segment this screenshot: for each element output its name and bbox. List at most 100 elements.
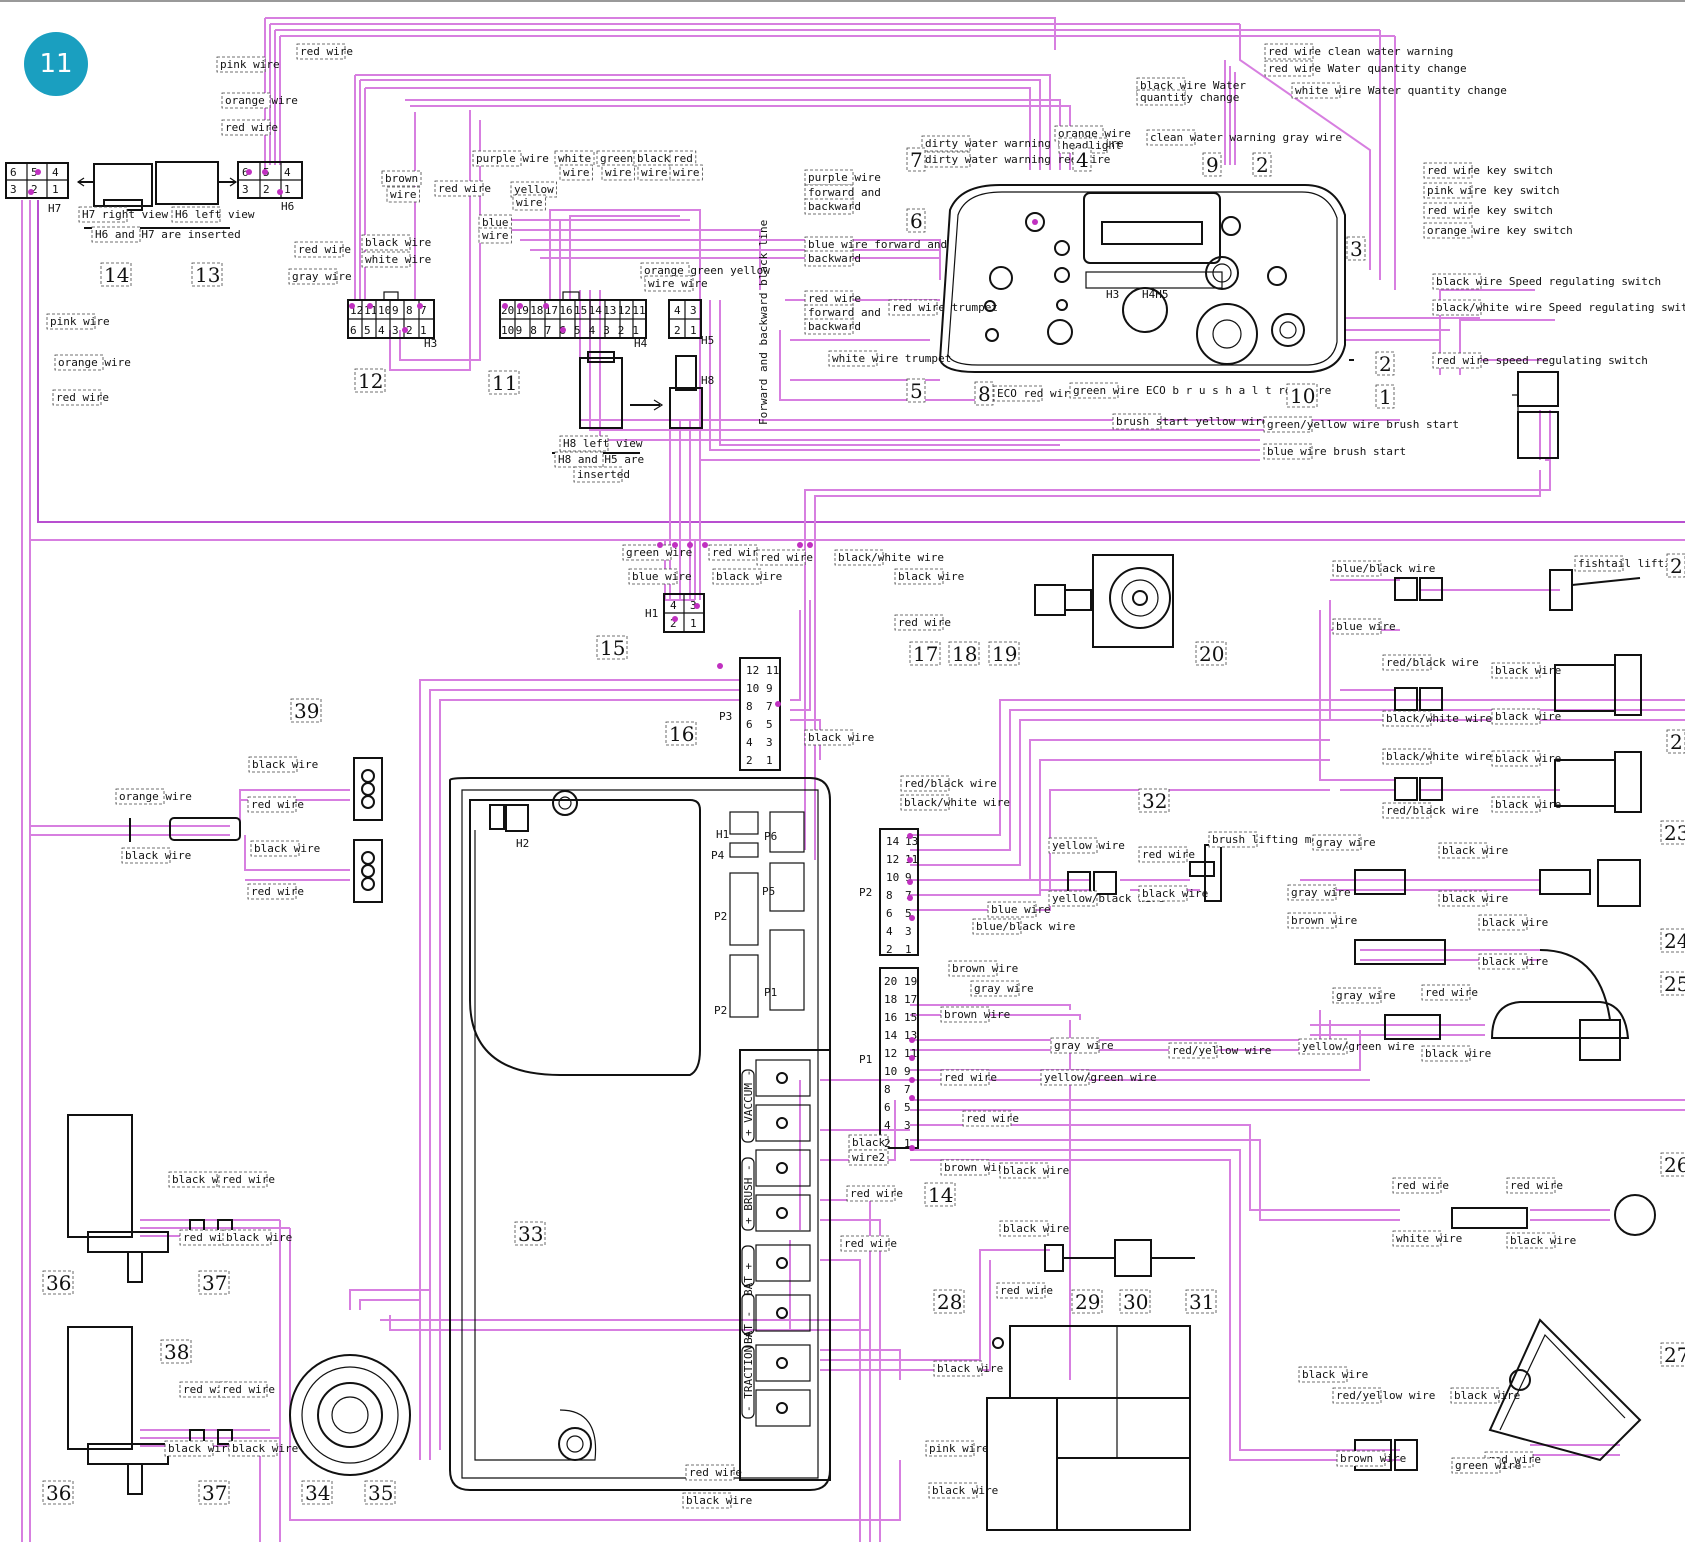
pin-number: 1 bbox=[766, 754, 773, 767]
label-box bbox=[928, 1482, 978, 1499]
label-box bbox=[940, 1069, 990, 1086]
wire-label-text: black wire bbox=[168, 1442, 234, 1455]
controller-33 bbox=[449, 777, 831, 1491]
wire-label-text: red wire bbox=[1000, 1284, 1053, 1297]
callout-box bbox=[1286, 383, 1318, 408]
wire-label: red wire bbox=[708, 544, 765, 561]
callout-number: 2 bbox=[1379, 352, 1392, 376]
wire-junction bbox=[717, 663, 723, 669]
pin-number: 3 bbox=[10, 183, 17, 196]
callout-number: 11 bbox=[492, 371, 517, 395]
callout-box bbox=[665, 721, 697, 746]
wire-label-text: green wire bbox=[626, 546, 692, 559]
wire-label-text: black wire bbox=[1302, 1368, 1368, 1381]
label-box bbox=[573, 466, 623, 483]
label-box bbox=[804, 198, 854, 215]
wire-label-text: black wire Water bbox=[1140, 79, 1246, 92]
wire-label: H7 right view bbox=[78, 206, 168, 223]
wire-label-text: wire2 bbox=[852, 1151, 885, 1164]
wire-junction bbox=[797, 542, 803, 548]
wire-label-text: black bbox=[637, 152, 670, 165]
connector-tag: P1 bbox=[764, 986, 777, 999]
connector-tag: P2 bbox=[714, 910, 727, 923]
callout-box bbox=[948, 641, 980, 666]
wire-label-text: black wire bbox=[716, 570, 782, 583]
wire-label: black wire bbox=[1506, 1232, 1576, 1249]
wire-label-text: red wire bbox=[808, 292, 861, 305]
wire-label: green/yellow wire brush start bbox=[1263, 416, 1459, 433]
pin-number: 1 bbox=[284, 183, 291, 196]
wire-label: black wire bbox=[164, 1440, 234, 1457]
callout-number: 39 bbox=[294, 699, 319, 723]
label-box bbox=[1287, 912, 1337, 929]
wire-label: red wire bbox=[685, 1464, 742, 1481]
wire-label-text: blue wire bbox=[632, 570, 692, 583]
connector-tag: H3 bbox=[424, 337, 437, 350]
callout-box bbox=[906, 378, 926, 403]
wire-label-text: black wire bbox=[1495, 798, 1561, 811]
wire-label: red/yellow wire bbox=[1332, 1387, 1435, 1404]
wire-label: black wire bbox=[999, 1220, 1069, 1237]
label-box bbox=[996, 1282, 1046, 1299]
callout: 27 bbox=[1660, 1342, 1685, 1367]
wire-junction bbox=[909, 1095, 915, 1101]
callout-number: 34 bbox=[305, 1481, 330, 1505]
callout-box bbox=[198, 1480, 230, 1505]
callout-box bbox=[924, 1182, 956, 1207]
wire-label: red bbox=[669, 150, 697, 167]
label-box bbox=[921, 135, 971, 152]
label-box bbox=[1421, 984, 1471, 1001]
pin-number: 5 bbox=[904, 1101, 911, 1114]
label-box bbox=[848, 1149, 889, 1166]
wire-label-text: black/white wire bbox=[838, 551, 944, 564]
wire-label-text: black wire bbox=[686, 1494, 752, 1507]
wire-label: red wire key switch bbox=[1423, 162, 1553, 179]
label-box bbox=[1506, 1232, 1556, 1249]
wire-label: black wire bbox=[1421, 1045, 1491, 1062]
wire-label: yellow/black wire bbox=[1048, 890, 1165, 907]
callout-number: 6 bbox=[910, 209, 923, 233]
label-box bbox=[940, 1006, 990, 1023]
pin-number: 1 bbox=[632, 324, 639, 337]
label-box bbox=[1287, 884, 1337, 901]
wire-label-text: black wire bbox=[1442, 892, 1508, 905]
wire-label-text: blue bbox=[482, 216, 509, 229]
callout-box bbox=[301, 1480, 333, 1505]
callout: 15 bbox=[596, 635, 628, 660]
callout-box bbox=[100, 262, 132, 287]
wire-label-text: black wire bbox=[808, 731, 874, 744]
wire-label: red wire bbox=[1421, 984, 1478, 1001]
wire-label-text: black wire bbox=[226, 1231, 292, 1244]
wire-label: wire bbox=[478, 227, 512, 244]
wire-label: black/white wire bbox=[1382, 710, 1492, 727]
wire-label-text: gray wire bbox=[1054, 1039, 1114, 1052]
callout-box bbox=[1660, 820, 1685, 845]
wire-label: white wire bbox=[1392, 1230, 1462, 1247]
label-box bbox=[1423, 182, 1473, 199]
callout-number: 1 bbox=[1379, 385, 1392, 409]
label-box bbox=[216, 56, 266, 73]
callout-number: 2 bbox=[1256, 153, 1269, 177]
wire-label-text: backward bbox=[808, 252, 861, 265]
connectors bbox=[5, 161, 919, 1149]
label-box bbox=[900, 794, 950, 811]
connector-tag: H2 bbox=[516, 837, 529, 850]
label-box bbox=[888, 299, 938, 316]
label-box bbox=[999, 1162, 1049, 1179]
wire-label-text: black wire bbox=[1003, 1222, 1069, 1235]
wire-label-text: black wire bbox=[1482, 955, 1548, 968]
wire-label: brown bbox=[381, 170, 422, 187]
wire-label: white bbox=[554, 150, 595, 167]
pin-number: 11 bbox=[632, 304, 645, 317]
label-box bbox=[601, 164, 635, 181]
wire-junction bbox=[246, 169, 252, 175]
pin-number: 3 bbox=[603, 324, 610, 337]
wire-junction bbox=[35, 169, 41, 175]
wire-label: red wire bbox=[1506, 1177, 1563, 1194]
wire-label-text: black wire bbox=[898, 570, 964, 583]
wire-label: red wire speed regulating switch bbox=[1432, 352, 1648, 369]
wire-label-text: red wire key switch bbox=[1427, 164, 1553, 177]
wire-label-text: H8 and H5 are bbox=[558, 453, 644, 466]
wire-label: purple wire bbox=[804, 169, 881, 186]
callout: 37 bbox=[198, 1480, 230, 1505]
